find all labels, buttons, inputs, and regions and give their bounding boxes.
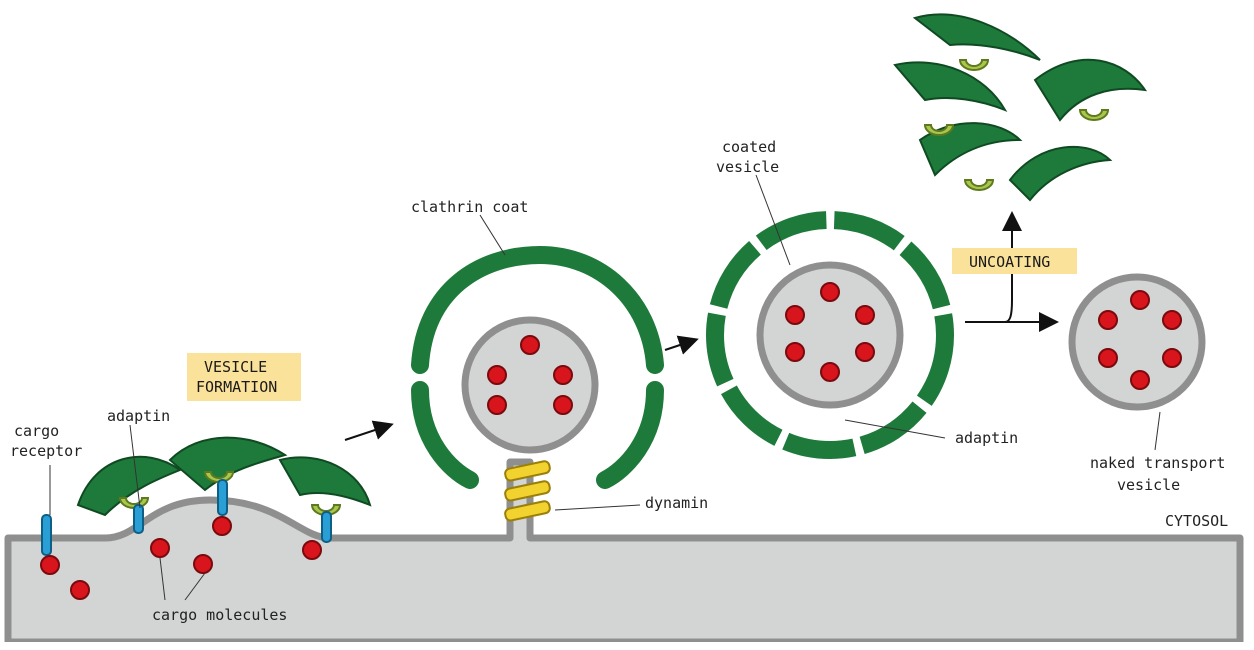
label-dynamin: dynamin — [645, 494, 708, 512]
clathrin-coat-arc — [411, 381, 479, 489]
label-adaptin-left: adaptin — [107, 407, 170, 425]
label-cargo-molecules: cargo molecules — [152, 606, 287, 624]
cargo-receptor — [133, 504, 170, 558]
stage-budding — [40, 436, 372, 575]
clathrin-coat-arc — [596, 381, 664, 489]
label-naked-vesicle-line2: vesicle — [1117, 476, 1180, 494]
adaptin-shape — [203, 471, 235, 483]
clathrin-coat-ring — [706, 211, 954, 459]
label-cargo-receptor-line2: receptor — [10, 442, 82, 460]
label-coated-vesicle-line2: vesicle — [716, 158, 779, 176]
label-adaptin-right: adaptin — [955, 429, 1018, 447]
label-uncoating: UNCOATING — [969, 253, 1050, 271]
arrow-budding-to-pinching — [344, 420, 394, 441]
released-coat-components — [893, 13, 1148, 202]
stage-pinching — [411, 245, 664, 522]
clathrin-triskelion — [278, 456, 372, 507]
vesicle-formation-box — [187, 353, 301, 401]
label-vesicle-formation-line2: FORMATION — [196, 378, 277, 396]
clathrin-coat-arc — [411, 245, 664, 374]
label-cargo-receptor-line1: cargo — [14, 422, 59, 440]
free-cargo-molecules — [70, 554, 213, 600]
vesicle-membrane — [756, 261, 904, 409]
vesicle-membrane — [1068, 273, 1206, 411]
stage-naked-vesicle — [1068, 273, 1206, 411]
label-coated-vesicle-line1: coated — [722, 138, 776, 156]
cargo-receptor — [302, 511, 332, 560]
label-clathrin-coat: clathrin coat — [411, 198, 528, 216]
label-vesicle-formation-line1: VESICLE — [204, 358, 267, 376]
cargo-molecule — [70, 580, 90, 600]
leader-lines — [49, 174, 1161, 601]
label-cytosol: CYTOSOL — [1165, 512, 1228, 530]
label-naked-vesicle-line1: naked transport — [1090, 454, 1225, 472]
uncoating-box — [952, 248, 1077, 274]
vesicle-membrane — [461, 316, 599, 454]
membrane-bottom-clip — [0, 642, 1254, 650]
cargo-molecule — [193, 554, 213, 574]
adaptin-shape — [310, 504, 342, 516]
cargo-receptor — [40, 514, 60, 575]
arrow-pinching-to-coated — [664, 335, 699, 355]
cargo-receptor — [212, 479, 232, 536]
dynamin-ring — [504, 460, 551, 522]
stage-coated-vesicle — [706, 211, 954, 459]
